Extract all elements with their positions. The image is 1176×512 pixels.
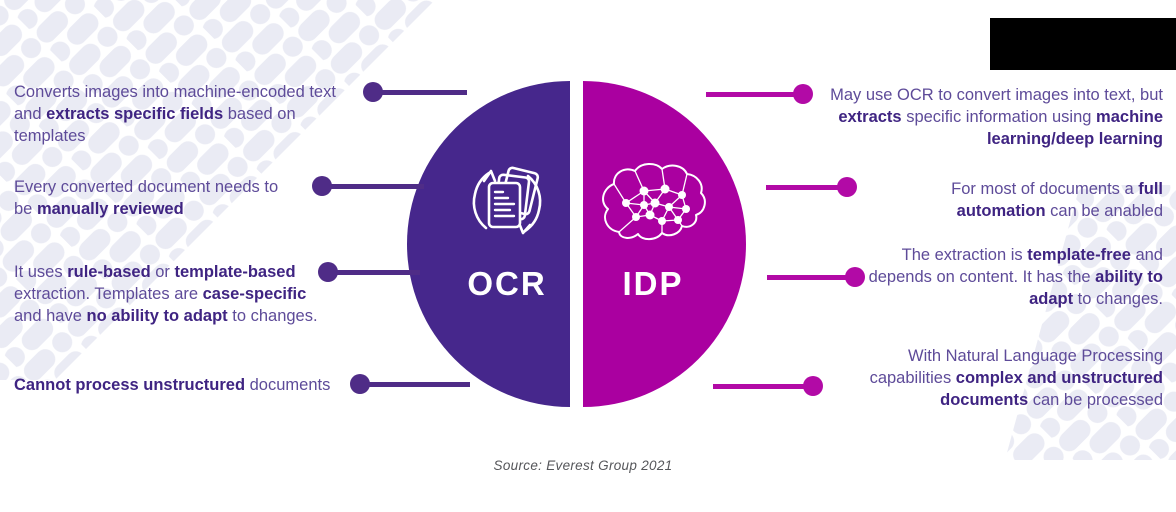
ocr-point-2: Every converted document needs to be man… — [14, 178, 279, 218]
source-caption: Source: Everest Group 2021 — [493, 458, 673, 473]
connector-dot — [312, 176, 332, 196]
connector-dot — [350, 374, 370, 394]
redacted-logo — [990, 18, 1176, 70]
connector-dot — [363, 82, 383, 102]
ocr-connector-2 — [312, 176, 424, 196]
ocr-point-1: Converts images into machine-encoded tex… — [14, 83, 336, 145]
idp-label: IDP — [622, 265, 684, 302]
idp-point-4: With Natural Language Processing capabil… — [869, 347, 1163, 409]
connector-dot — [793, 84, 813, 104]
connector-dot — [318, 262, 338, 282]
ocr-label: OCR — [467, 265, 547, 302]
idp-point-3: The extraction is template-free and depe… — [868, 246, 1163, 308]
idp-connector-3 — [767, 267, 865, 287]
ocr-point-4: Cannot process unstructured documents — [14, 376, 331, 394]
idp-connector-1 — [706, 84, 813, 104]
idp-point-2: For most of documents a full automation … — [951, 180, 1163, 220]
documents-sync-icon — [472, 166, 542, 235]
idp-point-1: May use OCR to convert images into text,… — [830, 86, 1163, 148]
brain-network-icon — [602, 163, 706, 241]
ocr-connector-4 — [350, 374, 470, 394]
connector-dot — [837, 177, 857, 197]
ocr-connector-3 — [318, 262, 420, 282]
ocr-connector-1 — [363, 82, 467, 102]
idp-connector-2 — [766, 177, 857, 197]
idp-connector-4 — [713, 376, 823, 396]
ocr-point-3: It uses rule-based or template-based ext… — [14, 263, 318, 325]
connector-dot — [845, 267, 865, 287]
connector-dot — [803, 376, 823, 396]
